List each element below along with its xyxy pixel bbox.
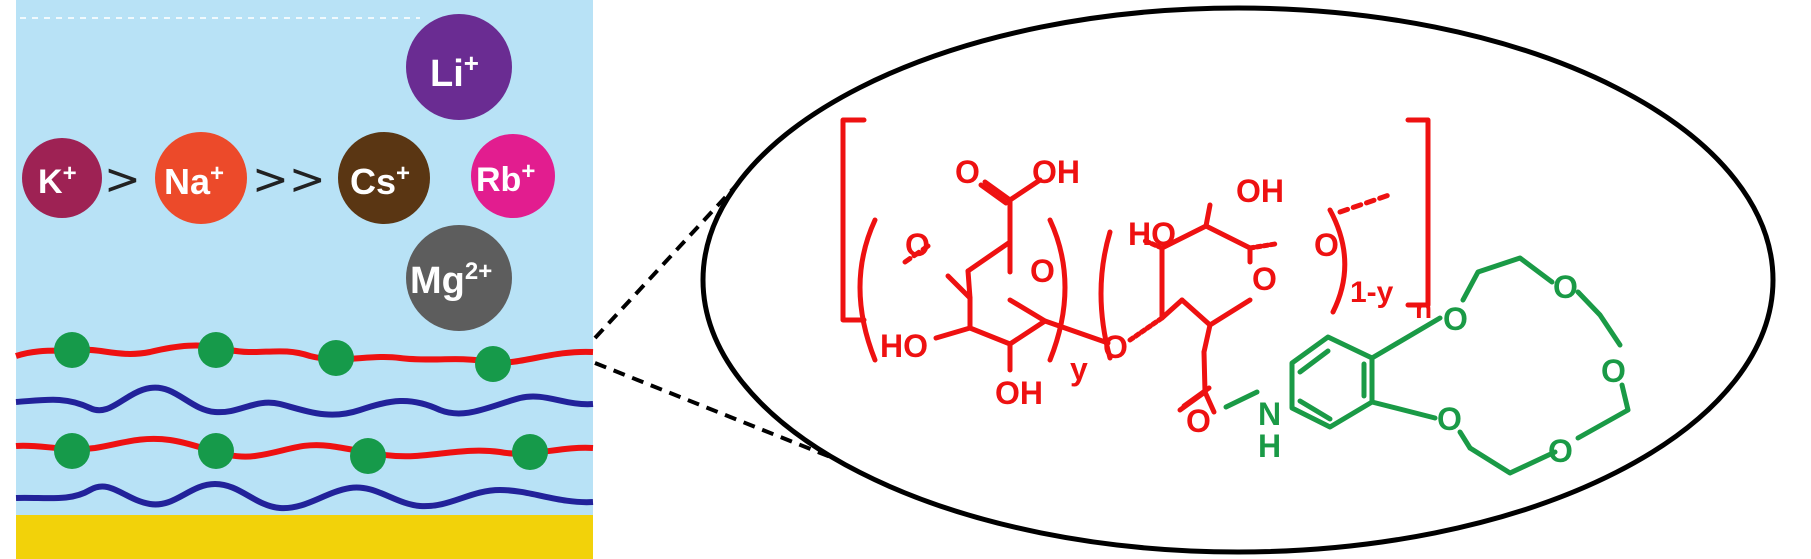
substrate-layer [16, 515, 593, 559]
bracket-right [1405, 117, 1431, 308]
ion-na-label: Na+ [164, 160, 224, 202]
crown-dot [54, 433, 90, 469]
ion-mg-circle [406, 225, 512, 331]
ion-rb: Rb+ [471, 134, 555, 218]
ion-li-circle [406, 14, 512, 120]
zoom-line-lower [594, 361, 839, 462]
ion-rb-label: Rb+ [476, 158, 535, 199]
crown-ether-dots [54, 332, 548, 474]
ion-cs: Cs+ [338, 132, 430, 224]
crown-dot [318, 340, 354, 376]
ho-left-label: HO [880, 328, 928, 364]
subscript-n-label: n [1415, 293, 1432, 324]
zoom-line-upper [593, 174, 747, 340]
ho-right-label: HO [1128, 216, 1176, 252]
paren-y-open [857, 217, 878, 363]
o-crown-4-label: O [1548, 433, 1573, 469]
chemical-structure: O OH O O HO OH y O HO OH O O 1-y O n N H… [840, 117, 1631, 476]
o-ring-left-label: O [1030, 253, 1055, 289]
o-left-link-label: O [905, 227, 930, 263]
selectivity-greater-2: >> [252, 154, 326, 205]
o-ring-right-label: O [1252, 261, 1277, 297]
bracket-left [840, 117, 867, 323]
subscript-one-minus-y-label: 1-y [1350, 276, 1394, 309]
plain-layer-1 [15, 384, 594, 418]
o-amide-label: O [1186, 403, 1211, 439]
o-carbonyl-top-label: O [955, 154, 980, 190]
o-crown-1-label: O [1443, 301, 1468, 337]
ion-k: K+ [22, 138, 102, 218]
ion-na-circle [155, 132, 247, 224]
ion-cs-label: Cs+ [350, 160, 410, 202]
o-crown-5-label: O [1437, 401, 1462, 437]
crown-dot [198, 433, 234, 469]
crown-dot [350, 438, 386, 474]
crown-dot [54, 332, 90, 368]
o-crown-2-label: O [1553, 269, 1578, 305]
plain-layer-2 [15, 480, 594, 512]
o-crown-3-label: O [1601, 353, 1626, 389]
right-sugar-ring [1127, 191, 1395, 415]
oh-bottom-label: OH [995, 375, 1043, 411]
zoom-ellipse [700, 5, 1776, 555]
crown-dot [475, 346, 511, 382]
benzo-crown-ether [1223, 255, 1631, 476]
ion-mg-label: Mg2+ [410, 258, 492, 302]
left-sugar-ring [902, 177, 1111, 373]
subscript-y-label: y [1070, 351, 1088, 387]
paren-y-close [1047, 217, 1068, 363]
paren-1y-close [1327, 207, 1348, 315]
o-glyco-label: O [1103, 329, 1128, 365]
h-amide-label: H [1258, 428, 1281, 464]
ion-na: Na+ [155, 132, 247, 224]
selectivity-greater-1: > [104, 154, 141, 205]
ion-k-label: K+ [38, 160, 77, 201]
ion-rb-circle [471, 134, 555, 218]
oh-acid-label: OH [1032, 154, 1080, 190]
ion-li: Li+ [406, 14, 512, 120]
oh-right-top-label: OH [1236, 173, 1284, 209]
crown-dot [512, 434, 548, 470]
ion-li-label: Li+ [430, 48, 479, 95]
ion-mg: Mg2+ [406, 225, 512, 331]
o-right-link-label: O [1314, 227, 1339, 263]
crown-dot [198, 332, 234, 368]
ion-cs-circle [338, 132, 430, 224]
membrane-panel: Li+ K+ > Na+ >> Cs+ Rb+ [15, 0, 594, 559]
ion-k-circle [22, 138, 102, 218]
modified-layer-2 [15, 435, 594, 460]
n-amide-label: N [1258, 396, 1281, 432]
